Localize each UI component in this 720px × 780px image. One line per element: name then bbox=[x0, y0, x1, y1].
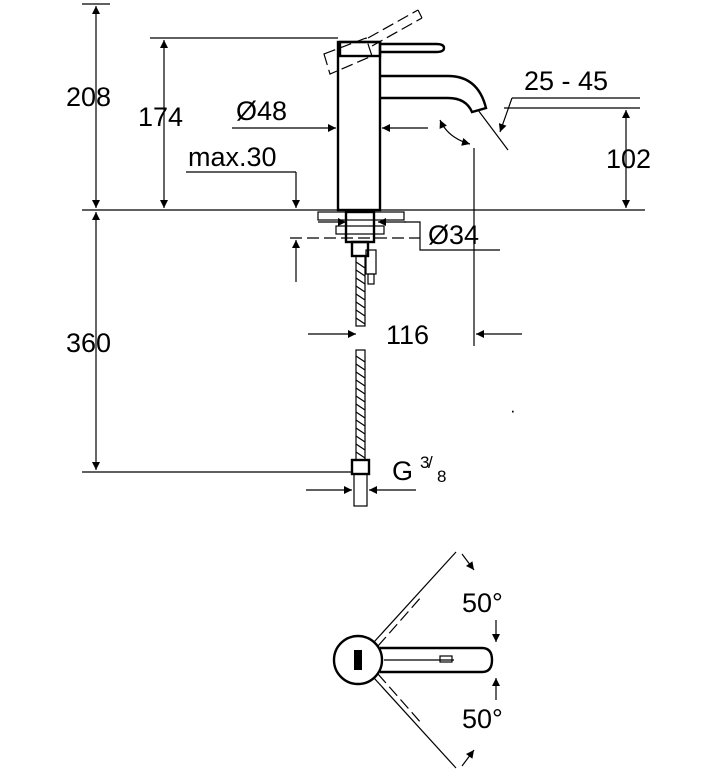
dim-height-spout: 174 bbox=[138, 37, 338, 208]
swing-dash-upper bbox=[377, 595, 423, 647]
faucet-body bbox=[323, 9, 509, 212]
swing-line-lower bbox=[373, 677, 457, 769]
dim-hose-length: 360 bbox=[66, 212, 352, 473]
height-total-label: 208 bbox=[66, 82, 111, 112]
dim-spout-reach: 116 bbox=[308, 148, 522, 350]
thread-fraction-slash: / bbox=[428, 453, 433, 472]
hose-length-label: 360 bbox=[66, 328, 111, 358]
angle-lower-label: 50° bbox=[462, 704, 503, 734]
dim-spout-height: 102 bbox=[504, 107, 651, 208]
body-top-circle bbox=[332, 634, 384, 686]
dim-body-diameter: Ø48 bbox=[232, 96, 428, 132]
lever-open-position bbox=[323, 9, 423, 75]
spout-top bbox=[380, 646, 494, 674]
dim-hole-diameter: Ø34 bbox=[318, 218, 500, 251]
swing-dash-lower bbox=[377, 673, 423, 725]
dim-thread-size: G 3 / 8 bbox=[306, 453, 446, 494]
stray-mark: · bbox=[510, 401, 516, 420]
lever-pivot-mark bbox=[354, 650, 362, 670]
spout-height-label: 102 bbox=[606, 144, 651, 174]
thread-prefix-label: G bbox=[392, 456, 413, 486]
body-diameter-label: Ø48 bbox=[236, 96, 287, 126]
thread-denominator-label: 8 bbox=[437, 467, 446, 486]
supply-hose bbox=[350, 255, 371, 507]
mounting-assembly bbox=[290, 210, 420, 285]
spout-reach-label: 116 bbox=[386, 320, 429, 350]
dim-height-total: 208 bbox=[66, 3, 111, 208]
lever-top-marker bbox=[439, 655, 453, 663]
hole-diameter-label: Ø34 bbox=[428, 220, 479, 250]
spout-angle-label: 25 - 45 bbox=[524, 66, 608, 96]
dim-deck-thickness: max.30 bbox=[186, 142, 300, 282]
height-spout-label: 174 bbox=[138, 102, 183, 132]
side-view: 208 174 Ø48 max.30 25 - 45 bbox=[66, 3, 651, 507]
deck-thickness-label: max.30 bbox=[188, 142, 277, 172]
swing-line-upper bbox=[373, 551, 457, 643]
thread-numerator-label: 3 bbox=[420, 453, 429, 472]
top-view: 50° 50° bbox=[332, 551, 503, 769]
angle-upper-label: 50° bbox=[462, 588, 503, 618]
dim-spout-angle: 25 - 45 bbox=[439, 66, 640, 146]
